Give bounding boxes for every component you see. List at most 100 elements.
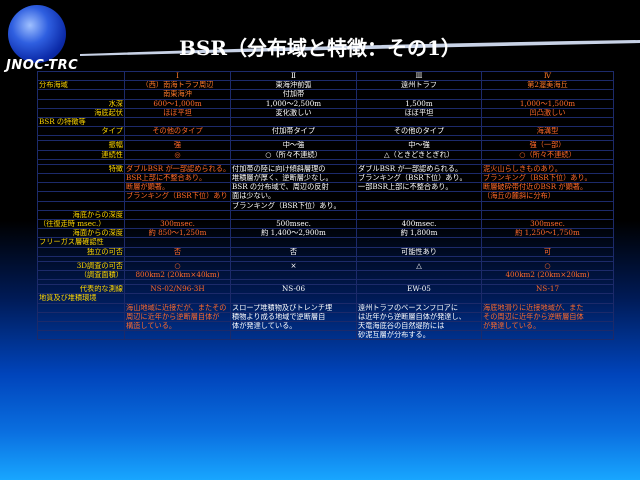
header-num-row: Ⅰ Ⅱ Ⅲ Ⅳ bbox=[37, 70, 614, 82]
col-2-num: Ⅱ bbox=[230, 70, 357, 82]
indep-c1: 否 bbox=[124, 246, 231, 257]
twt-row-2: （往復走時 msec.） 300msec. 500msec. 400msec. … bbox=[37, 219, 614, 230]
indep-c2: 否 bbox=[230, 246, 357, 257]
jnoc-globe-logo bbox=[8, 5, 66, 63]
geo-c2-l2: 積物より成る地域で逆断層自 bbox=[230, 311, 357, 323]
indep-row: 独立の可否 否 否 可能性あり 可 bbox=[37, 246, 614, 257]
depth-c2: 1,000〜2,500m bbox=[230, 98, 357, 109]
header-name-row: 分布海域 （西）南海トラフ周辺 東海沖前弧 遠州トラフ 第2渥美海丘 bbox=[37, 80, 614, 91]
dep-c4: 約 1,250〜1,750m bbox=[481, 228, 614, 239]
type-row: タイプ その他のタイプ 付加帯タイプ その他のタイプ 海溝型 bbox=[37, 126, 614, 137]
feature-row-3: 断層が顕著。 BSR の分布域で、周辺の反射 一部BSR上部に不整合あり。 断層… bbox=[37, 182, 614, 193]
geo-label-row: 地質及び堆積環境 bbox=[37, 293, 614, 304]
depth-label: 水深 bbox=[37, 98, 125, 109]
type-label: タイプ bbox=[37, 126, 125, 137]
feature-row-4: ブランキング（BSR下位）あり 面は少ない。 （海丘の麓斜に分布） bbox=[37, 191, 614, 202]
survey3d-row: 3D調査の可否 ○ × △ ○ bbox=[37, 260, 614, 272]
depth-c3: 1,500m bbox=[356, 98, 482, 109]
bsr-features-row: BSR の特徴等 bbox=[37, 117, 614, 128]
cont-label: 連続性 bbox=[37, 149, 125, 160]
area-c1: 800km2 (20km×40km) bbox=[124, 270, 231, 281]
header-sub-row: 南東海沖 付加帯 bbox=[37, 89, 614, 100]
survey3d-c3: △ bbox=[356, 260, 482, 272]
geo-c2-l1: スロープ堆積物及びトレンチ埋 bbox=[230, 302, 357, 313]
dep-c3: 約 1,800m bbox=[356, 228, 482, 239]
amp-row: 振幅 強 中〜強 中〜強 強（一部） bbox=[37, 140, 614, 151]
indep-c3: 可能性あり bbox=[356, 246, 482, 257]
twt-row-1: 海底からの深度 bbox=[37, 209, 614, 221]
topo-c1: ほぼ平坦 bbox=[124, 107, 231, 119]
survey3d-label: 3D調査の可否 bbox=[37, 260, 125, 272]
page-title: BSR（分布域と特徴：その1） bbox=[179, 36, 461, 60]
wells-c3: EW-05 bbox=[356, 284, 482, 295]
feature-c2-l5: ブランキング（BSR下位）あり。 bbox=[230, 200, 357, 211]
amp-c2: 中〜強 bbox=[230, 140, 357, 151]
topo-c3: ほぼ平坦 bbox=[356, 107, 482, 119]
area-label: （調査面積） bbox=[37, 270, 125, 281]
feature-c4-l1: 泥火山らしきものあり。 bbox=[481, 163, 614, 175]
dep-c1: 約 850〜1,250m bbox=[124, 228, 231, 239]
col-4-num: Ⅳ bbox=[481, 70, 614, 82]
logo-text: JNOC-TRC bbox=[6, 58, 79, 73]
geo-c1-l1: 海山地域に近接だが、またその bbox=[124, 302, 231, 313]
indep-c4: 可 bbox=[481, 246, 614, 257]
amp-c3: 中〜強 bbox=[356, 140, 482, 151]
type-c1: その他のタイプ bbox=[124, 126, 231, 137]
feature-c2-l4: 面は少ない。 bbox=[230, 191, 357, 202]
area-c3 bbox=[356, 270, 482, 281]
amp-c1: 強 bbox=[124, 140, 231, 151]
geo-c4-l2: その周辺に近年から逆断層自体 bbox=[481, 311, 614, 323]
feature-c4-l4: （海丘の麓斜に分布） bbox=[481, 191, 614, 202]
blank-cell bbox=[37, 70, 125, 82]
cont-row: 連続性 ◎ ○（所々不連続） △（ときどきとぎれ） ○（所々不連続） bbox=[37, 149, 614, 160]
feature-row-2: BSR上部に不整合あり。 堆積層が厚く、逆断層少なし。 ブランキング（BSR下位… bbox=[37, 173, 614, 184]
topo-row: 海底起伏 ほぼ平坦 変化激しい ほぼ平坦 凹凸激しい bbox=[37, 107, 614, 119]
feature-c4-l2: ブランキング（BSR下位）あり。 bbox=[481, 173, 614, 184]
free-gas-label: フリーガス層確認性 bbox=[37, 237, 125, 248]
dep-label: 海面からの深度 bbox=[37, 228, 125, 239]
wells-c1: NS-02/N96-3H bbox=[124, 284, 231, 295]
geo-label: 地質及び堆積環境 bbox=[37, 293, 125, 304]
dep-row: 海面からの深度 約 850〜1,250m 約 1,400〜2,900m 約 1,… bbox=[37, 228, 614, 239]
topo-label: 海底起伏 bbox=[37, 107, 125, 119]
feature-c1-l2: BSR上部に不整合あり。 bbox=[124, 173, 231, 184]
area-c4: 400km2 (20km×20km) bbox=[481, 270, 614, 281]
survey3d-c4: ○ bbox=[481, 260, 614, 272]
feature-label: 特徴 bbox=[37, 163, 125, 175]
col-1-num: Ⅰ bbox=[124, 70, 231, 82]
bsr-table: Ⅰ Ⅱ Ⅲ Ⅳ 分布海域 （西）南海トラフ周辺 東海沖前弧 遠州トラフ 第2渥美… bbox=[37, 70, 614, 341]
col-2-name: 東海沖前弧 bbox=[230, 80, 357, 91]
feature-c2-l3: BSR の分布域で、周辺の反射 bbox=[230, 182, 357, 193]
geo-c3-l3: 天竜海底谷の自然堤防には bbox=[356, 321, 482, 332]
col-1-sub: 南東海沖 bbox=[124, 89, 231, 100]
geo-c3-l2: は近年から逆断層自体が発達し、 bbox=[356, 311, 482, 323]
wells-c4: NS-17 bbox=[481, 284, 614, 295]
geo-row-1: 海山地域に近接だが、またその スロープ堆積物及びトレンチ埋 遠州トラフのベースン… bbox=[37, 302, 614, 313]
title-swoosh bbox=[80, 40, 640, 56]
geo-c4-l1: 海底地滑りに近接地域が、また bbox=[481, 302, 614, 313]
area-c2 bbox=[230, 270, 357, 281]
geo-c3-l1: 遠州トラフのベースンフロアに bbox=[356, 302, 482, 313]
col-1-name: （西）南海トラフ周辺 bbox=[124, 80, 231, 91]
wells-row: 代表的な測線 NS-02/N96-3H NS-06 EW-05 NS-17 bbox=[37, 284, 614, 295]
area-row: （調査面積） 800km2 (20km×40km) 400km2 (20km×2… bbox=[37, 270, 614, 281]
geo-c4-l3: が発達している。 bbox=[481, 321, 614, 332]
depth-c4: 1,000〜1,500m bbox=[481, 98, 614, 109]
geo-row-3: 構造している。 体が発達している。 天竜海底谷の自然堤防には が発達している。 bbox=[37, 321, 614, 332]
geo-c3-l4: 砂泥互層が分布する。 bbox=[356, 330, 482, 341]
type-c2: 付加帯タイプ bbox=[230, 126, 357, 137]
twt-c2: 500msec. bbox=[230, 219, 357, 230]
cont-c3: △（ときどきとぎれ） bbox=[356, 149, 482, 160]
region-label: 分布海域 bbox=[37, 80, 125, 91]
feature-c4-l3: 断層破砕帯付近のBSR が顕著。 bbox=[481, 182, 614, 193]
bsr-features-label: BSR の特徴等 bbox=[37, 117, 125, 128]
twt-label: 海底からの深度 bbox=[37, 209, 125, 221]
topo-c4: 凹凸激しい bbox=[481, 107, 614, 119]
geo-row-4: 砂泥互層が分布する。 bbox=[37, 330, 614, 341]
feature-row-5: ブランキング（BSR下位）あり。 bbox=[37, 200, 614, 211]
twt-c3: 400msec. bbox=[356, 219, 482, 230]
twt-c1: 300msec. bbox=[124, 219, 231, 230]
amp-label: 振幅 bbox=[37, 140, 125, 151]
wells-label: 代表的な測線 bbox=[37, 284, 125, 295]
geo-c1-l2: 周辺に近年から逆断層自体が bbox=[124, 311, 231, 323]
